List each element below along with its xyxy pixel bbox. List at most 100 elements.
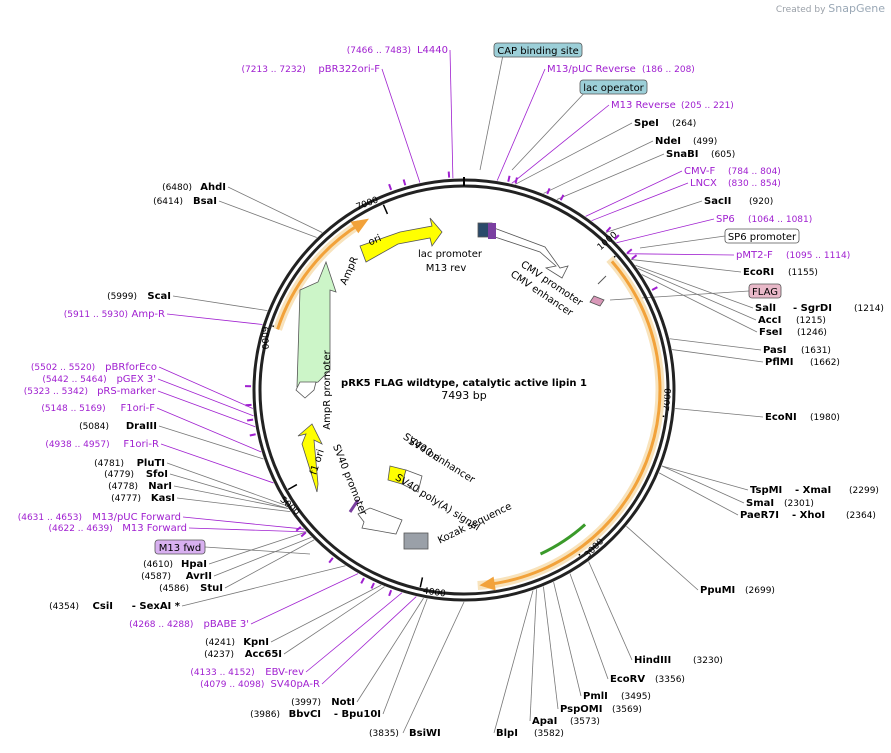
site-noti: NotI(3997) [291, 697, 355, 708]
range-pbr322ori-f: (7213 .. 7232) [242, 65, 306, 75]
label-pasi: PasI [763, 345, 786, 356]
pos-ahdi: (6480) [162, 183, 192, 193]
pos-scai: (5999) [107, 292, 137, 302]
pos-acci: (1215) [796, 316, 826, 326]
leader-kasi [177, 498, 290, 512]
primer-site-mark-6 [627, 249, 632, 253]
label-m13-forward: M13 Forward [122, 523, 187, 534]
pos-csii: (4354) [49, 602, 79, 612]
tick-label-6000: 6000 [259, 326, 269, 349]
leader-pasi [670, 339, 761, 350]
leader-m13-puc-forward [183, 517, 304, 529]
label-nari: NarI [148, 481, 172, 492]
pos-blpi: (3582) [534, 729, 564, 739]
pos-spei: (264) [672, 119, 696, 129]
site-pasi: PasI(1631) [763, 345, 831, 356]
label-pluti: PluTI [137, 458, 165, 469]
primer-site-mark-3 [561, 195, 564, 200]
primer-site-mark-0 [508, 176, 509, 182]
site-econi: EcoNI(1980) [765, 412, 840, 423]
primer-site-mark-16 [389, 590, 391, 596]
primer-site-mark-17 [371, 583, 374, 588]
primer-site-mark-8 [652, 287, 657, 290]
plasmid-length: 7493 bp [441, 389, 486, 402]
label-kpni: KpnI [243, 637, 269, 648]
primer-site-mark-18 [361, 578, 364, 583]
leader-bsiwi [403, 602, 464, 733]
label-m13-reverse: M13 Reverse [611, 100, 676, 111]
site-ahdi: AhdI (6480) [162, 182, 226, 193]
site-m13-forward: M13 Forward(4622 .. 4639) [49, 523, 187, 534]
label-sali: SalI [755, 303, 776, 314]
leader-ndei [543, 141, 653, 193]
brand-prefix: Created by [776, 5, 826, 15]
label-xhoi: - XhoI [792, 510, 825, 521]
label-apai: ApaI [532, 716, 557, 727]
label-ebv-rev: EBV-rev [265, 667, 304, 678]
label-ecori: EcoRI [743, 267, 774, 278]
label-lncx: LNCX [690, 178, 717, 189]
label-smai: SmaI [746, 498, 774, 509]
site-bsai: BsaI(6414) [153, 196, 217, 207]
leader-ecorv [570, 574, 608, 679]
pos-ecori: (1155) [788, 268, 818, 278]
leader-scai [173, 296, 267, 311]
site-sali: SalI- SgrDI(1214) [755, 303, 884, 314]
primer-site-mark-2 [547, 188, 549, 194]
leader-hindiii [589, 562, 632, 660]
label-paer7i: PaeR7I [740, 510, 779, 521]
label-bpu10i: - Bpu10I [334, 709, 381, 720]
pos-acc65i: (4237) [204, 650, 234, 660]
site-snabi: SnaBI(605) [666, 149, 735, 160]
label-ppumi: PpuMI [700, 585, 735, 596]
pos-apai: (3573) [570, 717, 600, 727]
site-ecorv: EcoRV(3356) [610, 674, 685, 685]
label-cmv-f: CMV-F [684, 166, 715, 177]
site-spei: SpeI(264) [634, 118, 696, 129]
pos-pluti: (4781) [94, 459, 124, 469]
kozak-mark [598, 276, 606, 284]
leader-pbrforeco [159, 367, 253, 408]
site-kasi: KasI(4777) [111, 493, 175, 504]
site-hpai: HpaI(4610) [143, 559, 207, 570]
pos-hpai: (4610) [143, 560, 173, 570]
label-pgex-3: pGEX 3' [116, 374, 156, 385]
feature-label-m13-rev: M13 rev [426, 263, 467, 274]
label-pbrforeco: pBRforEco [105, 362, 157, 373]
leader-ebv-rev [306, 593, 402, 672]
leader-cmv-f [586, 171, 682, 216]
label-ahdi: AhdI [200, 182, 226, 193]
site-sv40pa-r: SV40pA-R(4079 .. 4098) [200, 679, 320, 690]
site-acc65i: Acc65I(4237) [204, 649, 282, 660]
tick-mark-5000 [288, 485, 297, 490]
leader-snabi [557, 154, 664, 199]
label-sv40pa-r: SV40pA-R [271, 679, 320, 690]
pos-sali: (1214) [854, 304, 884, 314]
feature-label-sv40-promoter: SV40 promoter [330, 443, 369, 518]
leader-acc65i [284, 587, 385, 654]
leader-pbr322ori-f [382, 69, 420, 183]
feature-label-ampr-promoter: AmpR promoter [322, 349, 333, 429]
range-l4440: (7466 .. 7483) [347, 46, 411, 56]
range-ebv-rev: (4133 .. 4152) [190, 668, 254, 678]
site-sacii: SacII(920) [704, 196, 773, 207]
box-label-sp6-promoter: SP6 promoter [728, 232, 797, 243]
site-amp-r: Amp-R(5911 .. 5930) [64, 309, 165, 320]
pos-bsai: (6414) [153, 197, 183, 207]
label-tspmi: TspMI [750, 485, 782, 496]
box-label-cap-binding-site: CAP binding site [497, 46, 579, 57]
leader-m13-forward [189, 528, 306, 532]
box-label-flag: FLAG [752, 287, 778, 298]
site-pgex-3: pGEX 3'(5442 .. 5464) [42, 374, 156, 385]
leader-sfoi [170, 474, 288, 509]
pos-sacii: (920) [749, 197, 773, 207]
label-pbr322ori-f: pBR322ori-F [318, 64, 380, 75]
leader-box-sp6-promoter [640, 236, 725, 248]
site-scai: ScaI(5999) [107, 291, 171, 302]
label-l4440: L4440 [417, 45, 448, 56]
polya-box [404, 533, 428, 549]
site-cmv-f: CMV-F(784 .. 804) [684, 166, 781, 177]
label-noti: NotI [331, 697, 355, 708]
range-f1ori-f: (5148 .. 5169) [41, 404, 105, 414]
